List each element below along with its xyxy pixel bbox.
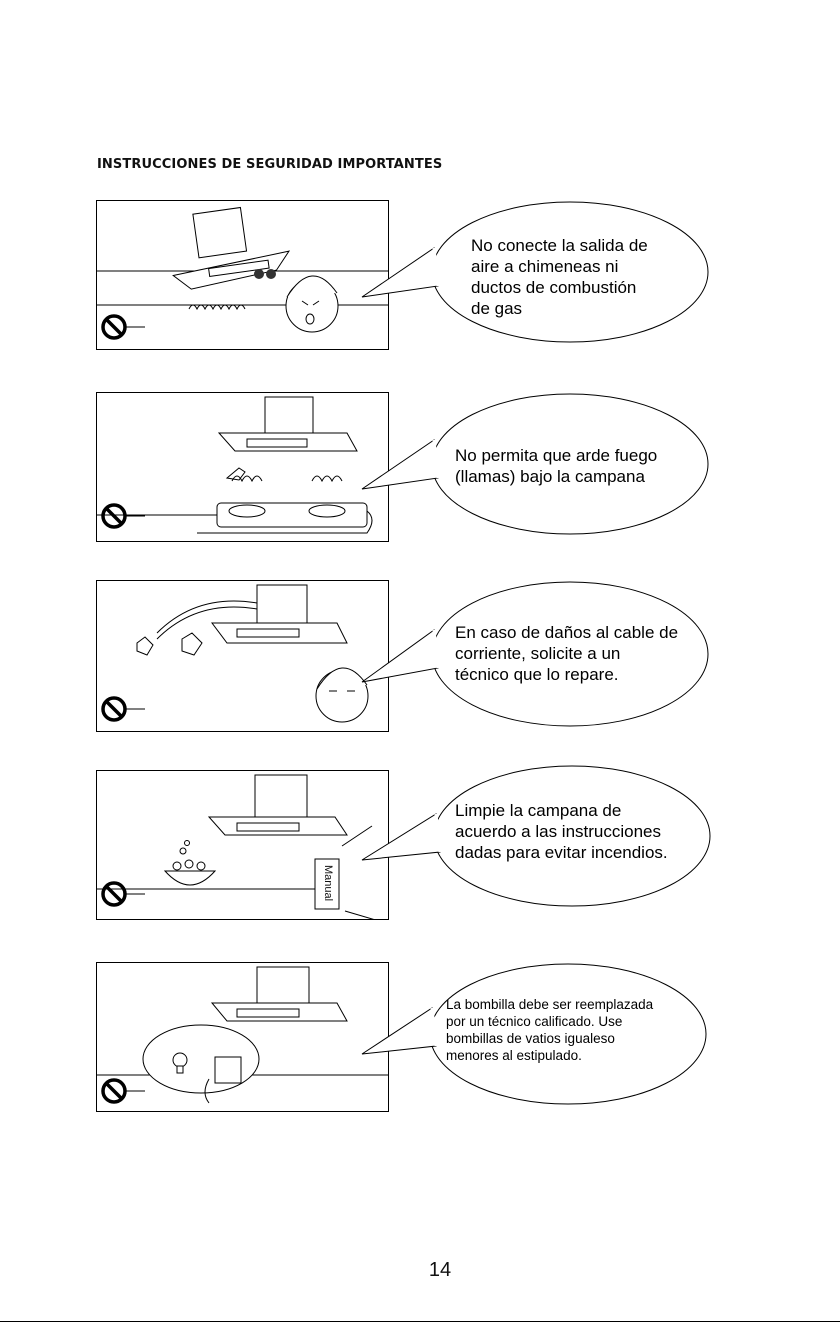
- warning-line: La bombilla debe ser reemplazada: [446, 997, 654, 1012]
- range-hood-icon: [97, 966, 388, 1104]
- warning-line: menores al estipulado.: [446, 1048, 582, 1063]
- warning-row-3: En caso de daños al cable de corriente, …: [0, 578, 840, 732]
- warning-line: corriente, solicite a un: [455, 644, 621, 663]
- warning-line: acuerdo a las instrucciones: [455, 822, 662, 841]
- range-hood-icon: [97, 396, 373, 534]
- warning-line: bombillas de vatios igualeso: [446, 1031, 615, 1046]
- range-hood-icon: [97, 774, 374, 919]
- warning-row-5: La bombilla debe ser reemplazada por un …: [0, 960, 840, 1114]
- warning-text-1: No conecte la salida de aire a chimeneas…: [471, 235, 648, 319]
- page-number: 14: [428, 1259, 452, 1281]
- prohibited-icon: [101, 314, 145, 340]
- warning-text-2: No permita que arde fuego (llamas) bajo …: [455, 445, 657, 487]
- warning-line: Limpie la campana de: [455, 801, 622, 820]
- warning-line: por un técnico calificado. Use: [446, 1014, 623, 1029]
- speech-bubble-5: [361, 963, 707, 1105]
- warning-text-5: La bombilla debe ser reemplazada por un …: [446, 996, 653, 1064]
- warning-line: dadas para evitar incendios.: [455, 843, 668, 862]
- prohibited-icon: [101, 696, 145, 722]
- speech-bubble-4: [361, 765, 711, 907]
- warning-row-2: No permita que arde fuego (llamas) bajo …: [0, 392, 840, 542]
- warning-line: ductos de combustión: [471, 278, 637, 297]
- warning-line: No conecte la salida de: [471, 236, 648, 255]
- prohibited-icon: [101, 503, 145, 529]
- speech-bubble-1: [361, 201, 709, 343]
- page-heading: INSTRUCCIONES DE SEGURIDAD IMPORTANTES: [97, 157, 443, 172]
- prohibited-icon: [101, 1078, 145, 1104]
- prohibited-icon: [101, 881, 145, 907]
- speech-bubble-3: [361, 581, 709, 727]
- range-hood-icon: [136, 584, 369, 723]
- warning-row-4: Manual Limpie la campana de acuerdo a la…: [0, 765, 840, 922]
- warning-row-1: No conecte la salida de aire a chimeneas…: [0, 200, 840, 350]
- illustration-panel-2: [96, 392, 389, 542]
- warning-line: técnico que lo repare.: [455, 665, 619, 684]
- speech-bubble-2: [361, 393, 709, 535]
- bottom-divider: [0, 1321, 840, 1322]
- warning-text-3: En caso de daños al cable de corriente, …: [455, 622, 678, 685]
- illustration-panel-3: [96, 580, 389, 732]
- light-bulb-icon: [172, 1052, 188, 1074]
- warning-text-4: Limpie la campana de acuerdo a las instr…: [455, 800, 668, 863]
- range-hood-icon: [97, 206, 388, 333]
- warning-line: aire a chimeneas ni: [471, 257, 619, 276]
- warning-line: No permita que arde fuego: [455, 446, 658, 465]
- warning-line: (llamas) bajo la campana: [455, 467, 645, 486]
- illustration-panel-4: Manual: [96, 770, 389, 920]
- warning-line: de gas: [471, 299, 523, 318]
- illustration-panel-1: [96, 200, 389, 350]
- illustration-panel-5: [96, 962, 389, 1112]
- warning-line: En caso de daños al cable de: [455, 623, 679, 642]
- manual-label: Manual: [322, 864, 335, 902]
